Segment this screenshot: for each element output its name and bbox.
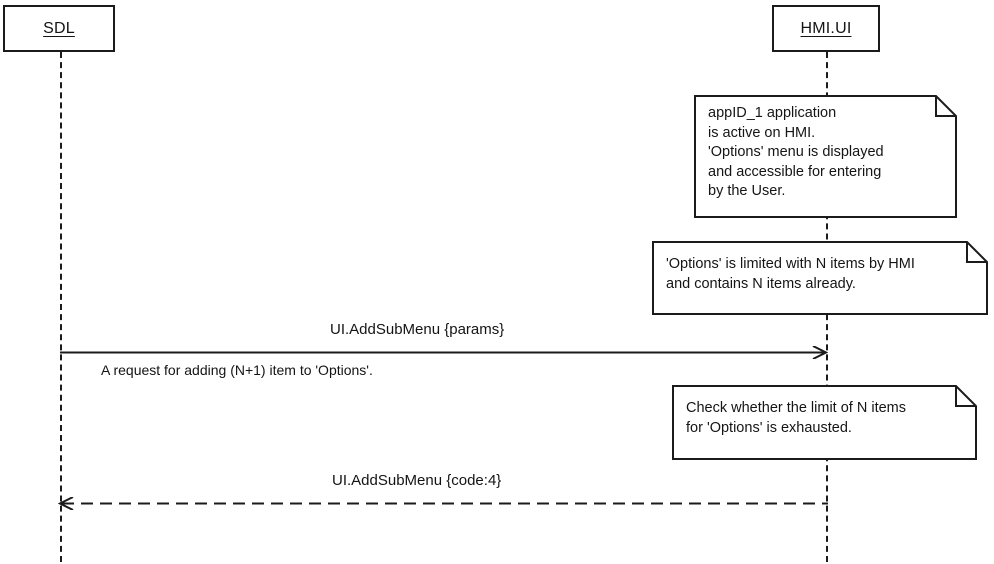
lifeline-head-sdl[interactable]: SDL — [3, 5, 115, 52]
message-label-addsubmenu-request: UI.AddSubMenu {params} — [330, 321, 505, 338]
arrow-dashed-left-icon — [58, 497, 828, 510]
note-text-options-limit: 'Options' is limited with N items by HMI… — [666, 256, 915, 292]
arrow-solid-right-icon — [60, 346, 828, 359]
lifeline-label-hmi-ui: HMI.UI — [800, 19, 852, 37]
note-app-active: appID_1 application is active on HMI. 'O… — [694, 95, 957, 218]
message-label-addsubmenu-response: UI.AddSubMenu {code:4} — [332, 472, 502, 489]
message-arrow-addsubmenu-request[interactable] — [60, 346, 828, 359]
lifeline-label-sdl: SDL — [43, 19, 75, 37]
note-shape-outline — [652, 241, 988, 315]
lifeline-stem-sdl — [60, 52, 62, 562]
message-sublabel-addsubmenu-request: A request for adding (N+1) item to 'Opti… — [101, 362, 373, 378]
lifeline-head-hmi-ui[interactable]: HMI.UI — [772, 5, 880, 52]
note-check-limit: Check whether the limit of N items for '… — [672, 385, 977, 460]
note-text-app-active: appID_1 application is active on HMI. 'O… — [708, 105, 884, 199]
note-options-limit: 'Options' is limited with N items by HMI… — [652, 241, 988, 315]
message-arrow-addsubmenu-response[interactable] — [58, 497, 828, 510]
note-text-check-limit: Check whether the limit of N items for '… — [686, 400, 906, 436]
note-shape-outline — [672, 385, 977, 460]
note-shape-outline — [694, 95, 957, 218]
